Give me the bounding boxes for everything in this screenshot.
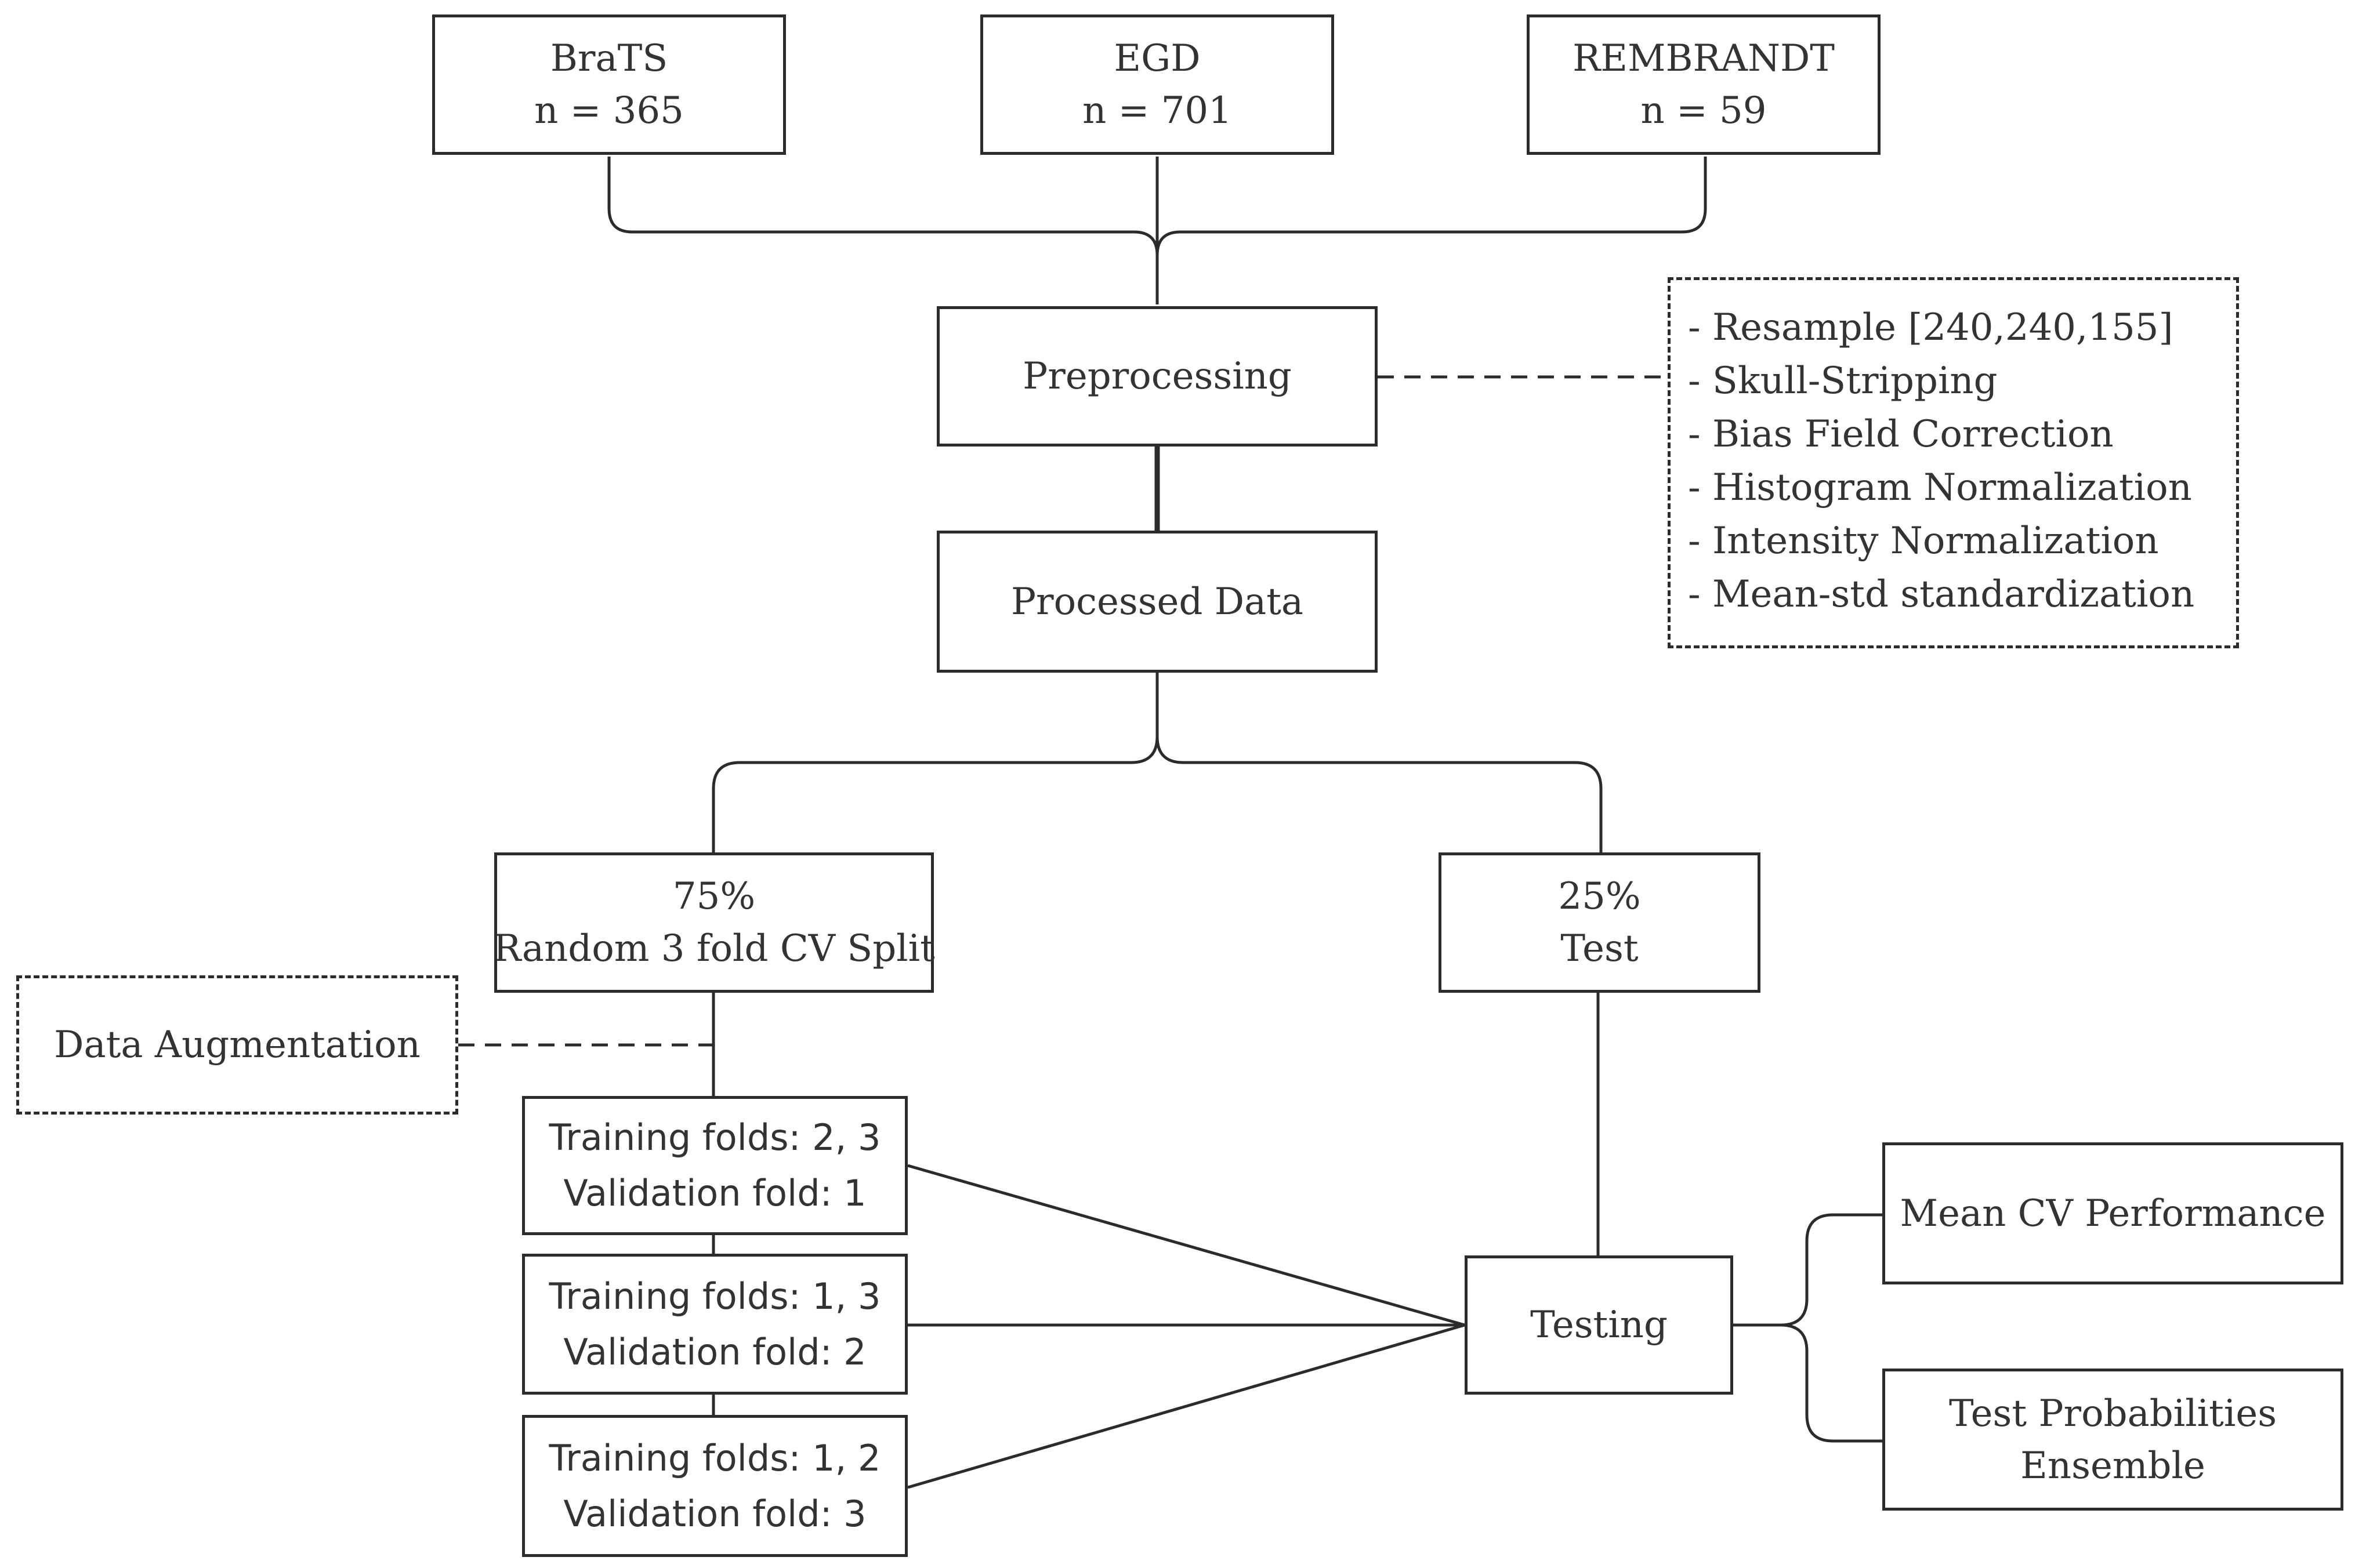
fold-3-validation: Validation fold: 3 [563,1492,867,1535]
fold-2-validation: Validation fold: 2 [563,1330,867,1373]
preprocessing-step-standardization: - Mean-std standardization [1688,573,2195,616]
testing-label: Testing [1530,1304,1668,1346]
connector-fold3-testing [907,1323,1465,1489]
fold-1-validation: Validation fold: 1 [563,1172,867,1214]
mean-cv-performance-label: Mean CV Performance [1900,1192,2326,1235]
cv-split-box: 75% Random 3 fold CV Split [493,852,935,993]
source-rembrandt-box: REMBRANDT n = 59 [1527,14,1881,155]
fold-3-box: Training folds: 1, 2 Validation fold: 3 [522,1415,908,1557]
fold-3-training: Training folds: 1, 2 [549,1436,881,1479]
preprocessing-steps-box: - Resample [240,240,155] - Skull-Strippi… [1668,277,2239,648]
fold-2-training: Training folds: 1, 3 [549,1275,881,1317]
source-brats-name: BraTS [550,37,668,80]
test-split-box: 25% Test [1439,852,1760,993]
source-rembrandt-count: n = 59 [1640,89,1767,132]
preprocessing-step-histogram: - Histogram Normalization [1688,466,2192,509]
connector-brats-merge [607,157,1159,256]
cv-split-label: Random 3 fold CV Split [493,927,935,970]
preprocessing-label: Preprocessing [1023,355,1292,398]
source-egd-box: EGD n = 701 [980,14,1334,155]
source-egd-name: EGD [1114,37,1201,80]
cv-split-percent: 75% [672,875,756,918]
data-augmentation-label: Data Augmentation [54,1023,421,1066]
preprocessing-step-bias-field: - Bias Field Correction [1688,413,2114,456]
connector-outputs-bracket-lower [1780,1323,1882,1443]
test-split-label: Test [1560,927,1639,970]
test-probabilities-ensemble-box: Test Probabilities Ensemble [1882,1369,2343,1511]
fold-1-box: Training folds: 2, 3 Validation fold: 1 [522,1096,908,1235]
source-brats-box: BraTS n = 365 [432,14,786,155]
test-split-percent: 25% [1558,875,1641,918]
fold-2-box: Training folds: 1, 3 Validation fold: 2 [522,1254,908,1395]
processed-data-box: Processed Data [937,531,1378,673]
preprocessing-step-resample: - Resample [240,240,155] [1688,306,2173,349]
source-brats-count: n = 365 [534,89,684,132]
preprocessing-box: Preprocessing [937,306,1378,447]
test-probabilities-line2: Ensemble [2020,1444,2205,1487]
connector-outputs-bracket [1733,1213,1882,1327]
fold-1-training: Training folds: 2, 3 [549,1116,881,1159]
source-egd-count: n = 701 [1082,89,1232,132]
preprocessing-step-skull-stripping: - Skull-Stripping [1688,360,1998,402]
connector-split-bracket [712,673,1159,852]
connector-rembrandt-merge [1155,157,1707,256]
source-rembrandt-name: REMBRANDT [1573,37,1835,80]
connector-split-bracket-right [1155,736,1603,852]
connector-fold1-testing [907,1164,1465,1327]
testing-box: Testing [1465,1255,1733,1395]
mean-cv-performance-box: Mean CV Performance [1882,1142,2343,1284]
processed-data-label: Processed Data [1010,580,1304,623]
data-augmentation-box: Data Augmentation [16,975,458,1115]
test-probabilities-line1: Test Probabilities [1948,1392,2277,1435]
preprocessing-step-intensity: - Intensity Normalization [1688,520,2159,562]
